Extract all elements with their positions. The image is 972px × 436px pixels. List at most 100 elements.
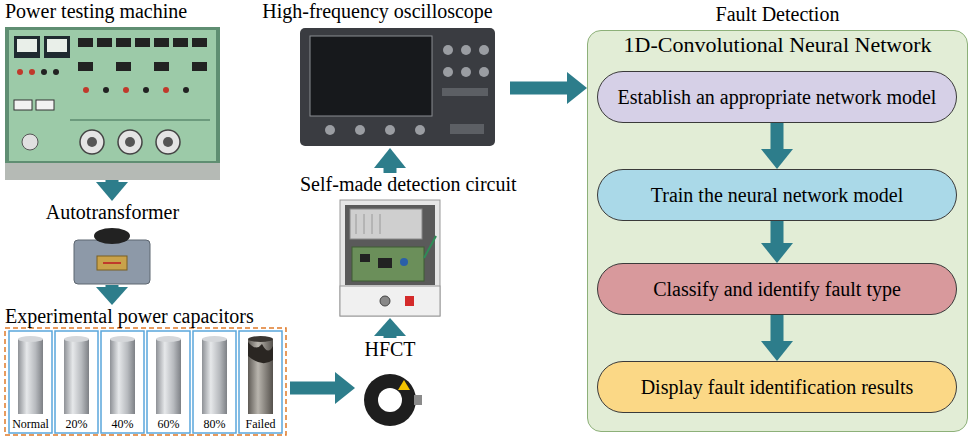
capacitor-frame [55, 331, 98, 433]
capacitor-top [64, 336, 89, 342]
knob-center [87, 137, 97, 147]
scope-input [355, 125, 365, 135]
display [154, 62, 169, 71]
oscilloscope-picture [300, 28, 495, 146]
component [400, 258, 408, 266]
scope-screen [310, 36, 432, 116]
step-text: Establish an appropriate network model [618, 85, 937, 109]
capacitor-frame [101, 331, 144, 433]
capacitor [202, 339, 227, 414]
flow-arrow [96, 285, 128, 305]
circuit-case [340, 200, 440, 316]
flow-arrow [290, 372, 355, 404]
display [97, 38, 112, 47]
equipment-block: HFCT [355, 338, 425, 434]
meter [44, 36, 70, 58]
arrow-head [96, 182, 128, 201]
arrow-head [374, 318, 406, 336]
scope-knob [443, 45, 453, 55]
transformer-knob [94, 228, 130, 244]
display [192, 62, 207, 71]
knob [156, 130, 180, 154]
scope-input [385, 125, 395, 135]
terminal-block [97, 256, 127, 270]
equipment-block: Experimental power capacitors [0, 305, 290, 436]
switch [36, 100, 54, 110]
display [173, 38, 188, 47]
meter-face [47, 39, 67, 52]
capacitor-label: 60% [147, 417, 190, 431]
capacitor-label: 80% [193, 417, 236, 431]
step-text: Display fault identification results [641, 375, 914, 399]
capacitor-top [248, 336, 273, 342]
capacitor-top [156, 336, 181, 342]
indicator [143, 87, 149, 93]
arrow-head [335, 372, 355, 404]
step-text: Classify and identify fault type [653, 277, 901, 301]
scope-knob [479, 45, 489, 55]
capacitor-frame [9, 331, 52, 433]
arrow-shaft [771, 221, 784, 244]
display [154, 38, 169, 47]
machine-base [5, 163, 220, 180]
scope-knob [443, 67, 453, 77]
knob-center [163, 137, 173, 147]
capacitor-frame [193, 331, 236, 433]
capacitor [64, 339, 89, 414]
panel-title: Fault Detection [588, 2, 967, 26]
detection-circuit-picture [340, 200, 440, 316]
equipment-heading: High-frequency oscilloscope [245, 0, 510, 22]
capacitor-top [110, 336, 135, 342]
indicator [163, 87, 169, 93]
equipment-block: Autotransformer [40, 201, 185, 285]
display [192, 38, 207, 47]
power-supply [350, 209, 422, 239]
process-box: Classify and identify fault type [597, 263, 957, 315]
scope-ports [450, 124, 484, 134]
capacitors-picture [5, 328, 286, 435]
capacitor-frame [147, 331, 190, 433]
flow-arrow [510, 72, 587, 104]
arrow-shaft [510, 82, 568, 95]
hfct-ring [364, 374, 416, 426]
chip [360, 254, 370, 262]
capacitor [110, 339, 135, 414]
capacitor [18, 339, 43, 414]
meter-face [17, 39, 37, 52]
display [135, 38, 150, 47]
capacitor-top [202, 336, 227, 342]
capacitor [156, 339, 181, 414]
vent [356, 214, 357, 234]
capacitor-label: 20% [55, 417, 98, 431]
arrow-head [567, 72, 587, 104]
capacitor-frame [239, 331, 282, 433]
transformer-body [74, 240, 150, 284]
vent [372, 214, 373, 234]
equipment-heading: Power testing machine [5, 0, 225, 22]
case-interior [345, 205, 435, 285]
indicator [183, 87, 189, 93]
meter [14, 36, 40, 58]
display [78, 62, 93, 71]
scope-knob [461, 45, 471, 55]
indicator [83, 87, 89, 93]
vent [364, 214, 365, 234]
knob [80, 130, 104, 154]
indicator [53, 69, 59, 75]
equipment-heading: HFCT [355, 338, 425, 360]
equipment-heading: Experimental power capacitors [5, 305, 290, 327]
arrow-shaft [290, 382, 336, 395]
indicator [123, 87, 129, 93]
indicator [103, 87, 109, 93]
circuit-board [352, 247, 424, 281]
equipment-block: Self-made detection circuit [290, 173, 565, 318]
knob [22, 134, 38, 150]
flow-arrow [374, 148, 406, 173]
indicator [41, 69, 47, 75]
arrow-head [96, 287, 128, 305]
scope-body [300, 28, 495, 146]
wire [424, 236, 436, 258]
equipment-heading: Autotransformer [40, 201, 185, 223]
